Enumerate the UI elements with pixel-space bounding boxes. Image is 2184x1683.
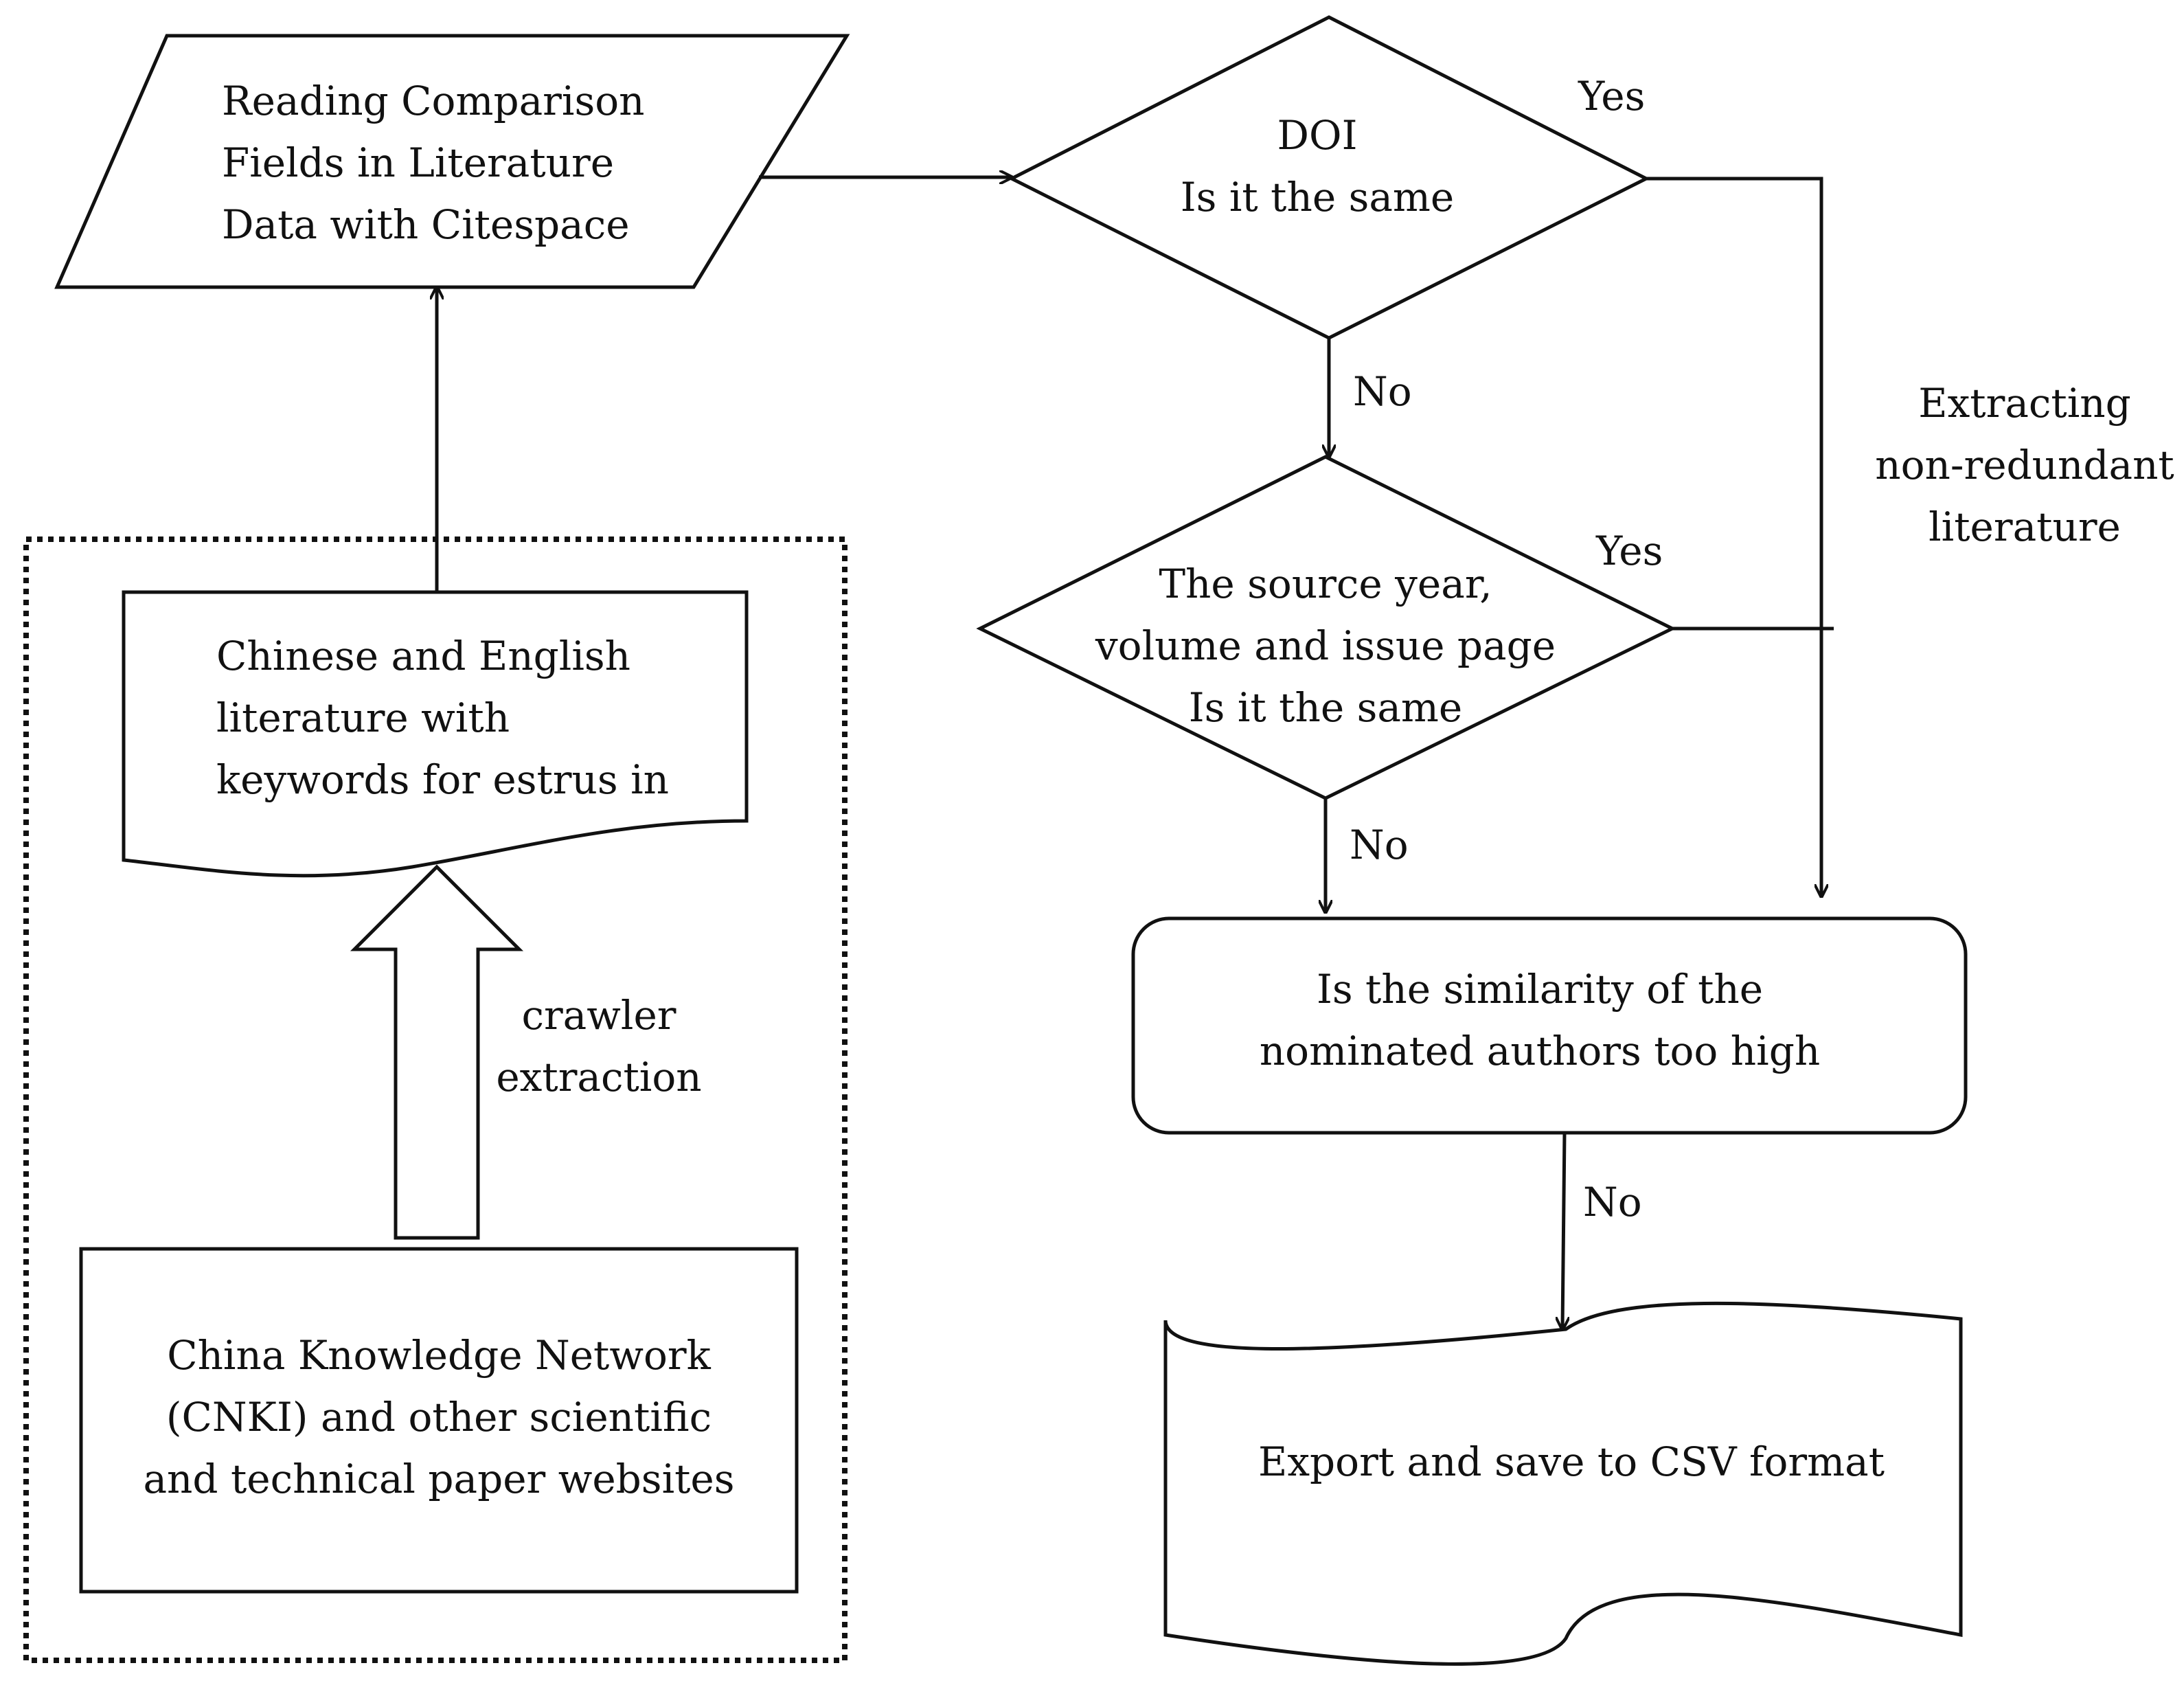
source-decision-node: The source year, volume and issue page I… <box>976 455 1676 800</box>
similarity-line-2: nominated authors too high <box>1260 1028 1820 1074</box>
extracting-label-line-3: literature <box>1929 504 2121 550</box>
literature-line-2: literature with <box>216 694 510 741</box>
similarity-line-1: Is the similarity of the <box>1317 966 1763 1013</box>
doi-no-label: No <box>1353 368 1412 415</box>
doi-line-2: Is it the same <box>1181 174 1455 221</box>
source-yes-label: Yes <box>1595 528 1663 574</box>
reading-fields-line-3: Data with Citespace <box>222 201 630 248</box>
cnki-line-2: (CNKI) and other scientific <box>166 1394 712 1441</box>
source-line-3: Is it the same <box>1189 684 1463 731</box>
crawler-label-line-1: crawler <box>521 992 676 1039</box>
reading-fields-line-1: Reading Comparison <box>222 78 645 124</box>
export-csv-node: Export and save to CSV format <box>1163 1301 1963 1666</box>
cnki-source-node: China Knowledge Network (CNKI) and other… <box>79 1247 799 1594</box>
export-line-1: Export and save to CSV format <box>1258 1438 1885 1485</box>
literature-line-1: Chinese and English <box>216 633 630 679</box>
doi-yes-label: Yes <box>1578 73 1645 120</box>
reading-fields-node: Reading Comparison Fields in Literature … <box>54 34 850 289</box>
doi-yes-connector <box>1646 177 1823 629</box>
source-no-label: No <box>1350 822 1409 868</box>
extracting-label-line-1: Extracting <box>1918 380 2130 427</box>
cnki-line-1: China Knowledge Network <box>167 1332 711 1379</box>
literature-document-node: Chinese and English literature with keyw… <box>122 590 749 878</box>
similarity-no-connector <box>1562 1132 1565 1329</box>
cnki-line-3: and technical paper websites <box>143 1456 734 1502</box>
reading-fields-line-2: Fields in Literature <box>222 139 614 186</box>
doi-line-1: DOI <box>1277 112 1358 159</box>
doi-decision-node: DOI Is it the same <box>1008 15 1650 340</box>
similarity-process-node: Is the similarity of the nominated autho… <box>1131 916 1968 1135</box>
crawler-hollow-arrow <box>350 864 524 1240</box>
extracting-label-line-2: non-redundant <box>1875 442 2174 488</box>
similarity-no-label: No <box>1583 1179 1642 1225</box>
literature-line-3: keywords for estrus in <box>216 756 669 803</box>
crawler-label-line-2: extraction <box>496 1054 701 1100</box>
source-line-2: volume and issue page <box>1095 622 1556 669</box>
source-line-1: The source year, <box>1159 561 1492 607</box>
